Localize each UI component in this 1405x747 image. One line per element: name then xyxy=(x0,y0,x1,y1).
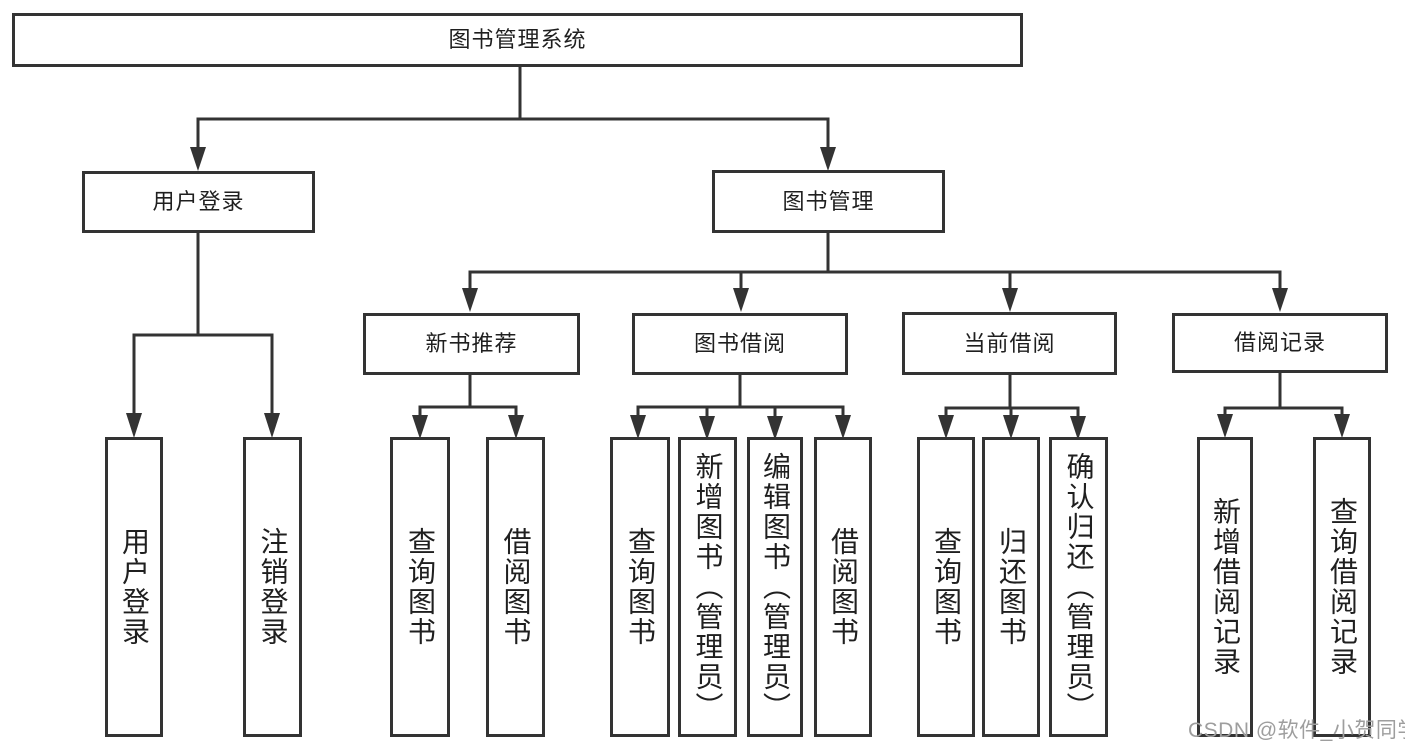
leaf-current-query-books-label: 查询图书 xyxy=(931,527,962,647)
node-book-management-label: 图书管理 xyxy=(782,188,875,214)
node-borrowing-records-label: 借阅记录 xyxy=(1233,330,1326,355)
root-node: 图书管理系统 xyxy=(12,13,1023,67)
leaf-add-books-admin: 新增图书（管理员） xyxy=(678,437,737,737)
leaf-borrow-books: 借阅图书 xyxy=(814,437,872,737)
leaf-current-query-books: 查询图书 xyxy=(917,437,975,737)
leaf-recommend-borrow-books: 借阅图书 xyxy=(486,437,545,737)
node-new-book-recommend: 新书推荐 xyxy=(363,313,580,375)
node-user-login: 用户登录 xyxy=(82,171,315,233)
leaf-return-books-label: 归还图书 xyxy=(996,527,1027,647)
leaf-add-borrow-record: 新增借阅记录 xyxy=(1197,437,1253,737)
leaf-recommend-borrow-books-label: 借阅图书 xyxy=(500,527,532,647)
leaf-add-borrow-record-label: 新增借阅记录 xyxy=(1210,497,1241,677)
leaf-query-borrow-record: 查询借阅记录 xyxy=(1313,437,1371,737)
csdn-watermark: CSDN @软件_小贺同学 xyxy=(1188,719,1405,742)
leaf-borrowing-query-books-label: 查询图书 xyxy=(625,527,656,647)
leaf-borrow-books-label: 借阅图书 xyxy=(828,527,859,647)
leaf-edit-books-admin: 编辑图书（管理员） xyxy=(747,437,803,737)
root-node-label: 图书管理系统 xyxy=(448,27,587,52)
leaf-return-books: 归还图书 xyxy=(982,437,1040,737)
arrowheads xyxy=(126,147,1350,440)
leaf-borrowing-query-books: 查询图书 xyxy=(610,437,670,737)
leaf-recommend-query-books-label: 查询图书 xyxy=(405,527,436,647)
node-book-borrowing-label: 图书借阅 xyxy=(693,331,786,356)
leaf-confirm-return-admin-label: 确认归还（管理员） xyxy=(1063,452,1095,722)
node-user-login-label: 用户登录 xyxy=(152,189,245,214)
leaf-user-login-label: 用户登录 xyxy=(119,527,150,647)
node-current-borrowing-label: 当前借阅 xyxy=(963,330,1056,356)
node-current-borrowing: 当前借阅 xyxy=(902,312,1117,375)
node-book-management: 图书管理 xyxy=(712,170,945,233)
leaf-recommend-query-books: 查询图书 xyxy=(390,437,450,737)
node-book-borrowing: 图书借阅 xyxy=(632,313,848,375)
leaf-logout-label: 注销登录 xyxy=(257,527,289,647)
leaf-user-login: 用户登录 xyxy=(105,437,163,737)
leaf-confirm-return-admin: 确认归还（管理员） xyxy=(1049,437,1108,737)
leaf-edit-books-admin-label: 编辑图书（管理员） xyxy=(760,452,791,722)
leaf-add-books-admin-label: 新增图书（管理员） xyxy=(692,452,724,722)
node-borrowing-records: 借阅记录 xyxy=(1172,313,1388,373)
leaf-logout: 注销登录 xyxy=(243,437,302,737)
node-new-book-recommend-label: 新书推荐 xyxy=(425,331,518,356)
leaf-query-borrow-record-label: 查询借阅记录 xyxy=(1327,497,1358,677)
